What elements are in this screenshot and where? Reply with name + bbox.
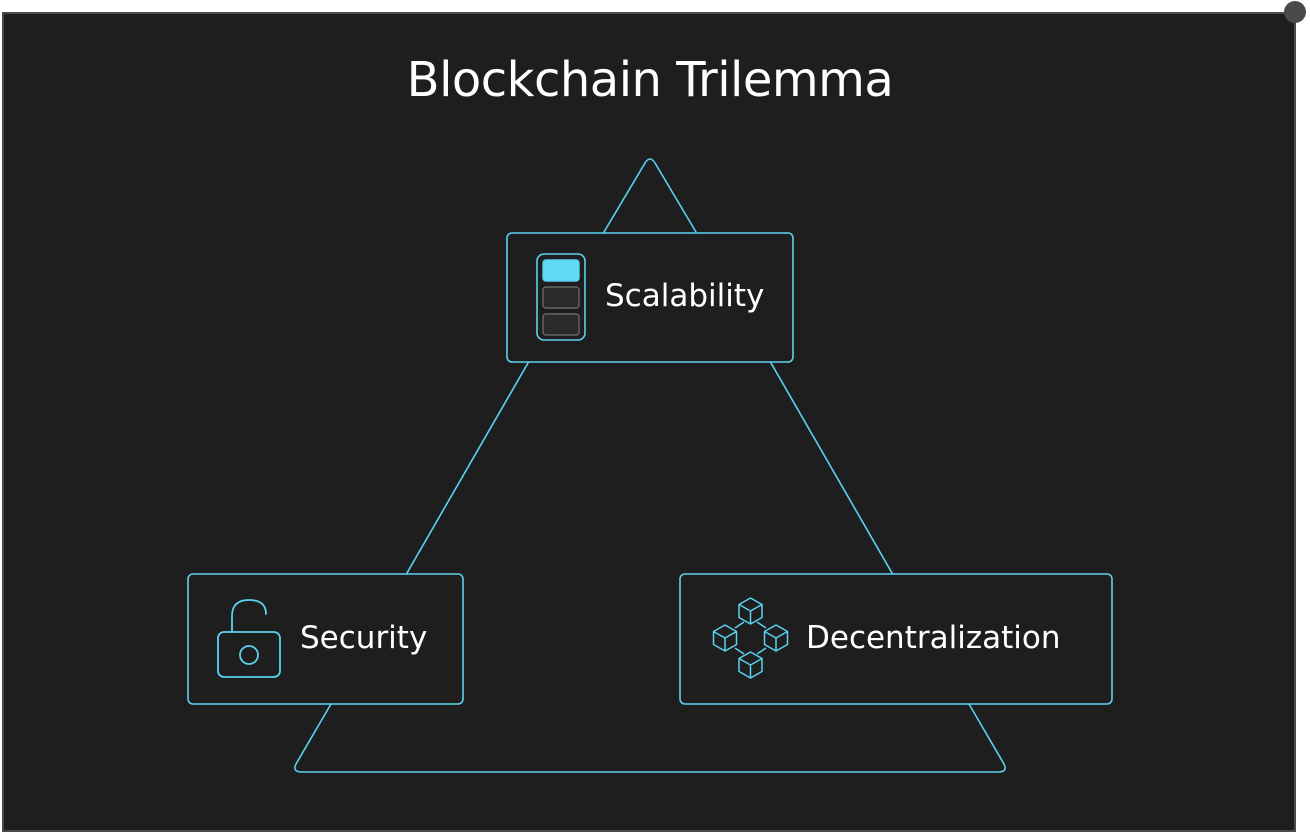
node-scalability[interactable]: Scalability xyxy=(506,232,794,363)
node-security-label: Security xyxy=(300,620,427,656)
node-security[interactable]: Security xyxy=(187,573,464,705)
triangle-edges xyxy=(294,158,1006,773)
node-decentralization[interactable]: Decentralization xyxy=(679,573,1113,705)
network-cubes-icon xyxy=(712,597,789,679)
resize-handle[interactable] xyxy=(1284,1,1306,23)
battery-level-icon xyxy=(536,253,586,341)
diagram-title: Blockchain Trilemma xyxy=(406,52,894,108)
node-scalability-label: Scalability xyxy=(605,278,764,314)
triangle-right-edge xyxy=(770,362,893,574)
triangle-bottom-edge xyxy=(294,703,1006,773)
unlocked-padlock-icon xyxy=(217,599,281,678)
node-decentralization-label: Decentralization xyxy=(806,620,1060,656)
triangle-top-edge xyxy=(603,158,697,233)
triangle-left-edge xyxy=(406,362,529,574)
